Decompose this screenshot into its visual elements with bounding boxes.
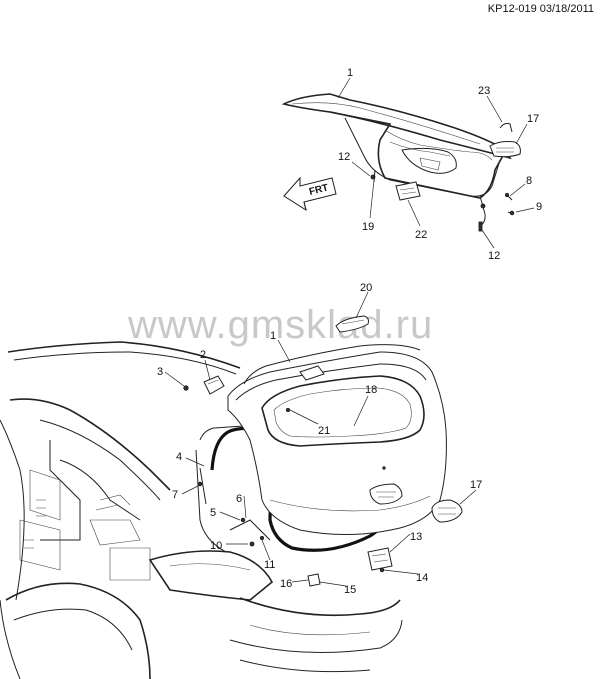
callout-11: 11 <box>264 559 275 571</box>
callout-9: 9 <box>536 201 542 213</box>
callout-6: 6 <box>236 493 242 505</box>
callout-18: 18 <box>365 384 377 396</box>
top-liftgate-detail: FRT 1 23 17 12 8 9 19 22 12 <box>281 67 542 262</box>
callout-16: 16 <box>280 578 292 590</box>
callout-14: 14 <box>416 572 428 584</box>
callout-12-upper: 12 <box>338 151 350 163</box>
liftgate-components <box>183 315 463 587</box>
main-leader-lines <box>164 291 477 587</box>
callout-17-top: 17 <box>527 113 539 125</box>
callout-5: 5 <box>210 507 216 519</box>
callout-15: 15 <box>344 584 356 596</box>
callout-10: 10 <box>210 540 222 552</box>
callout-1-top: 1 <box>347 67 353 79</box>
callout-12-lower: 12 <box>488 250 500 262</box>
callout-23: 23 <box>478 85 490 97</box>
callout-20: 20 <box>360 282 372 294</box>
callout-4: 4 <box>176 451 182 463</box>
callout-7: 7 <box>172 489 178 501</box>
callout-21: 21 <box>318 425 330 437</box>
lower-body-edge <box>0 599 21 679</box>
callout-8: 8 <box>526 175 532 187</box>
vehicle-body-outline <box>0 341 403 679</box>
main-callouts: 20 1 2 3 18 21 4 7 6 5 10 11 17 13 14 16… <box>157 282 482 596</box>
callout-19: 19 <box>362 221 374 233</box>
liftgate-panel <box>227 344 447 536</box>
callout-3: 3 <box>157 366 163 378</box>
front-arrow-icon: FRT <box>283 176 337 212</box>
watermark-text: www.gmsklad.ru <box>127 303 433 347</box>
callout-17-main: 17 <box>470 479 482 491</box>
callout-22: 22 <box>415 229 427 241</box>
front-direction-label: FRT <box>308 183 330 198</box>
callout-13: 13 <box>410 531 422 543</box>
document-id: KP12-019 03/18/2011 <box>487 3 594 15</box>
callout-2: 2 <box>200 349 206 361</box>
callout-1-main: 1 <box>270 330 276 342</box>
